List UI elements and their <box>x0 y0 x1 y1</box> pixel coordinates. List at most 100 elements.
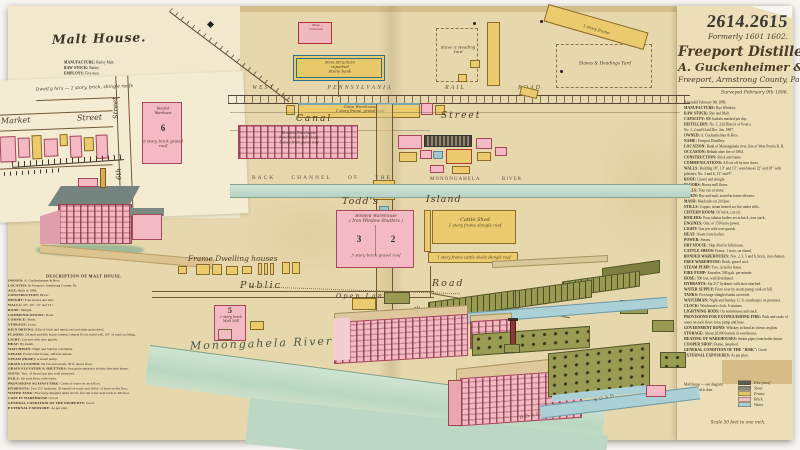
open-land-label: Open Land <box>336 292 391 300</box>
color-label: Frame <box>754 391 765 397</box>
text-line: HOSE: 500 feet, well distributed. <box>684 276 734 281</box>
text-line: ROOF: Shingle. <box>8 308 33 312</box>
sheet-numbers: 2614.2615 <box>706 11 790 31</box>
color-label: Stone <box>754 386 763 391</box>
description-lines: OWNED: A. Guckenheimer & Bros.LOCATED: A… <box>8 279 160 411</box>
text-line: MANUFACTURE: Rye Whiskey. <box>684 106 737 110</box>
island-label: Island <box>426 194 462 205</box>
railroad-word: WEST <box>252 85 275 91</box>
text-line: OWNED: A. Guckenheimer & Bros. <box>684 133 739 138</box>
b32-name: Bonded Warehouse <box>355 214 397 219</box>
public-road-label-2: Road <box>432 278 465 289</box>
description-block: DESCRIPTION OF MALT HOUSE. OWNED: A. Guc… <box>8 274 160 410</box>
text-line: FLOORS: Of malt and kiln house cement; c… <box>8 332 136 337</box>
tree-dot <box>560 70 563 73</box>
dwelling-house <box>264 263 268 275</box>
text-line: ENGINES: One, of 150 horse power. <box>684 221 740 226</box>
text-line: HEATING OF WAREHOUSES: Steam pipes from … <box>684 337 783 341</box>
color-key-row: Stone <box>738 386 794 392</box>
dwelling-house <box>178 266 187 274</box>
color-label: Brick <box>754 397 763 402</box>
text-line: STEAM (HOSE): A steam pump. <box>8 357 58 361</box>
main-bonded-warehouse: Bonded Warehouse New Mash & Still House … <box>238 125 358 159</box>
color-key: Fire proof Stone Frame Brick Water <box>738 380 794 410</box>
color-key-row: Fire proof <box>738 380 794 386</box>
color-label: Fire proof <box>754 380 771 386</box>
text-line: HEAT: Steam from boilers. <box>684 232 725 237</box>
new-structure-line: reported <box>331 64 349 70</box>
annex <box>132 214 162 240</box>
text-line: LIGHT: Gas jets with wire guards. <box>684 227 736 231</box>
text-line: CISTERN ROOM: Of brick, cut off. <box>684 210 741 215</box>
text-line: ROOF: Gravel and shingle. <box>684 177 726 182</box>
color-label: Water <box>754 402 764 408</box>
building-5-note2: Malt Mill <box>222 319 240 323</box>
inset-building <box>17 137 31 158</box>
text-line: WATER TANK: Five large shingled tanks in… <box>8 391 130 396</box>
be-boiler-house <box>504 344 520 353</box>
b32-label-wrap: Bonded Warehouse ( Iron Window Shutters … <box>337 214 413 234</box>
building-5-note1: 2 story brick <box>219 315 243 319</box>
sixth-street-label: 6th <box>114 168 124 181</box>
railroad-word: PENNSYLVANIA <box>327 85 393 91</box>
text-line: WATCHMAN: Night and Sunday; U. S. storek… <box>684 298 782 303</box>
color-key-row: Frame <box>738 391 794 397</box>
vertical-street-label: Street <box>111 96 120 120</box>
tall-frame-shed <box>487 22 500 86</box>
tree-dot <box>473 22 476 25</box>
bonded6-line1: Bonded <box>156 106 170 111</box>
text-line: STORAGE: About 20,000 barrels in warehou… <box>684 331 758 336</box>
text-line: PAILS: On each floor, with water. <box>8 376 57 381</box>
new-structure-line: Stone bank <box>328 69 352 74</box>
yard1-label-wrap: Stave & Heading Yard <box>438 45 478 67</box>
inset-building <box>31 135 43 160</box>
small-building <box>433 151 443 159</box>
text-line: FREE WAREHOUSE: Brick, gravel roof. <box>684 260 749 264</box>
small-shed <box>286 105 295 115</box>
small-building <box>421 103 433 115</box>
trestle-line <box>430 266 431 298</box>
small-building <box>399 152 417 162</box>
color-swatch <box>738 397 751 402</box>
paster-patch <box>722 360 792 384</box>
bonded6-note: 5 story brick gravel roof <box>143 139 183 148</box>
text-line: HEAT: By steam. <box>8 342 34 347</box>
engine-house <box>446 149 472 164</box>
paper-top-edge <box>8 6 792 12</box>
text-line: SIGNS: Two, of board, gas jets, well pro… <box>8 372 75 376</box>
title-line2: A. Guckenheimer & Bros. <box>678 60 800 74</box>
road-line <box>152 297 434 298</box>
survey-text-column: Amended February 9th 1886.MANUFACTURE: R… <box>684 100 790 376</box>
grain-warehouse-note: 1 story frame, gravel roof <box>335 108 385 113</box>
inset-building <box>0 136 17 163</box>
text-line: COOPER SHOP: Frame, detached. <box>684 342 739 347</box>
channel-word: OF <box>348 175 360 181</box>
be-warehouse1-end <box>334 317 350 361</box>
b32-note-wrap: 5 story brick gravel roof <box>337 253 413 267</box>
inset-building <box>43 138 59 157</box>
text-line: WALLS: Building 18", 13" and 13"; wareho… <box>684 166 781 177</box>
text-line: CAPACITY: 800 bushels mashed per day. <box>684 117 748 121</box>
text-line: RAW STOCK: Barley. <box>64 66 100 70</box>
text-line: PROVISIONS FOR EXTINGUISHING FIRE: Pails… <box>684 315 788 325</box>
new-structure-line: New Structure <box>324 60 356 65</box>
text-line: CLOCK: Watchman's clock, 6 stations. <box>684 304 743 308</box>
text-line: BONDED WAREHOUSES: Nos. 2, 3, 5 and 6, b… <box>684 254 786 259</box>
small-building <box>398 135 422 149</box>
railroad-track <box>228 95 690 104</box>
text-line: PROVISIONS AGAINST FIRE: Casks of water … <box>8 381 101 386</box>
bonded6-line2: Warehouse <box>154 110 172 116</box>
main-warehouse-sub: New Mash & Still House <box>279 135 319 140</box>
dwelling-house <box>282 262 290 274</box>
be-outbuilding <box>352 298 376 310</box>
text-line: STORAGE: Grain. <box>8 323 37 327</box>
text-line: CONSTRUCTION: Brick and frame. <box>684 155 742 160</box>
color-swatch <box>738 380 751 385</box>
description-heading: DESCRIPTION OF MALT HOUSE. <box>46 274 122 279</box>
chimney-cap <box>508 318 518 321</box>
stamp-line: Maps <box>312 23 320 27</box>
